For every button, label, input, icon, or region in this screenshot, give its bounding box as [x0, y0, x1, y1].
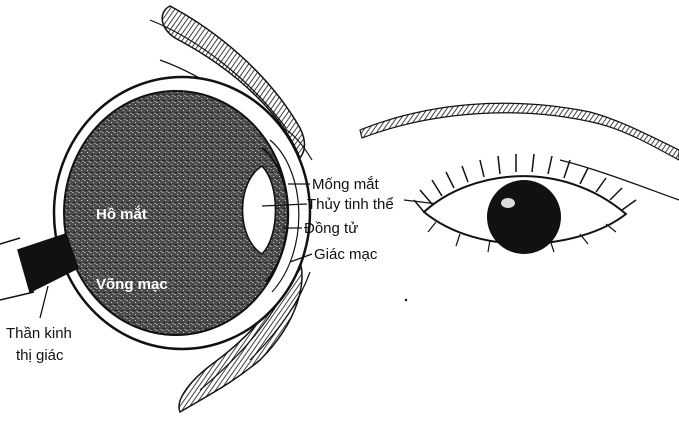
eye-cross-section: Hồ mắt Võng mạc Mống mắt Thủy tinh thể Đ…: [0, 6, 394, 412]
label-optic-nerve-1: Thần kinh: [6, 325, 72, 342]
iris-front: [487, 180, 561, 254]
label-cornea: Giác mạc: [314, 246, 378, 263]
stray-mark: [405, 299, 407, 301]
pupil-highlight: [501, 198, 515, 208]
label-iris: Mống mắt: [312, 176, 380, 193]
eyebrow: [360, 103, 679, 160]
label-pupil: Đồng tử: [304, 220, 358, 237]
label-optic-nerve-2: thị giác: [16, 347, 64, 364]
optic-nerve-shape: [18, 234, 78, 292]
label-lens: Thủy tinh thể: [307, 196, 394, 213]
label-vitreous: Hồ mắt: [96, 205, 147, 223]
label-retina: Võng mạc: [96, 276, 168, 293]
eye-front-view: [360, 103, 679, 254]
